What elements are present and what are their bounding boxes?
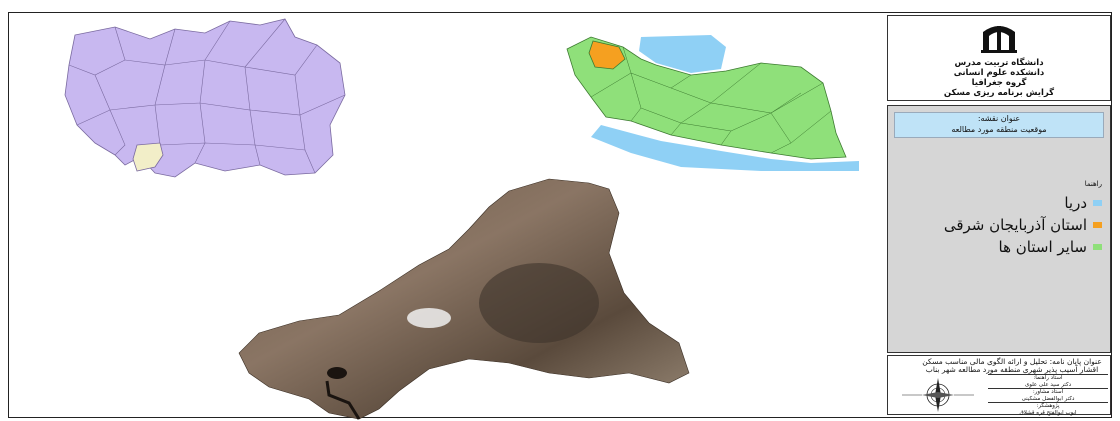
north-arrow-compass-icon [902,378,974,412]
dark-reservoir [327,367,347,379]
info-box: عنوان پایان نامه: تحلیل و ارائه الگوی ما… [887,355,1111,416]
map-layout-frame: دانشگاه تربیت مدرس دانشکده علوم انسانی گ… [8,12,1112,420]
legend-item-other-provinces: سایر استان ها [999,238,1102,256]
researcher-cell: پژوهشگر: ایوب ابوالفتح قره قشلاق [988,402,1108,416]
right-panel: دانشگاه تربیت مدرس دانشکده علوم انسانی گ… [887,15,1111,416]
province-polygon [64,18,346,178]
consultant-name: دکتر ابوالفضل مشکینی [1021,396,1075,402]
caspian-sea [639,35,726,73]
east-azerbaijan-swatch [1093,222,1102,228]
advisor-name: دکتر سید علی علوی [1024,382,1072,388]
legend-item-east-azerbaijan: استان آذربایجان شرقی [944,216,1102,234]
river [325,380,361,420]
urban-area [479,263,599,343]
legend-item-sea: دریا [1064,194,1102,212]
university-name: دانشگاه تربیت مدرس [954,58,1044,68]
study-area-satellite-map [238,178,690,420]
iran-provinces-polygon [566,36,847,160]
study-area-polygon [238,178,690,420]
legend-item-label: سایر استان ها [998,238,1087,256]
map-title-box: عنوان نقشه: موقعیت منطقه مورد مطالعه [894,112,1104,138]
province-counties-inset-map [64,18,346,178]
legend-box: عنوان نقشه: موقعیت منطقه مورد مطالعه راه… [887,105,1111,353]
legend-item-label: استان آذربایجان شرقی [943,216,1087,234]
consultant-cell: استاد مشاور: دکتر ابوالفضل مشکینی [988,388,1108,403]
east-azerbaijan-province [588,40,626,70]
other-provinces-swatch [1093,244,1102,250]
thesis-title: عنوان پایان نامه: تحلیل و ارائه الگوی ما… [922,357,1102,374]
map-area [9,13,879,420]
researcher-label: پژوهشگر: [1036,403,1060,409]
department-name: گروه جغرافیا [971,78,1027,88]
persian-gulf [591,125,859,171]
header-box: دانشگاه تربیت مدرس دانشکده علوم انسانی گ… [887,15,1111,101]
study-area-county [132,142,164,172]
university-logo-icon [981,26,1017,53]
iran-inset-map [566,35,859,171]
salt-flat [407,308,451,328]
advisor-cell: استاد راهنما: دکتر سید علی علوی [988,374,1108,389]
map-title-label: عنوان نقشه: [977,114,1021,123]
consultant-label: استاد مشاور: [1032,389,1064,395]
iran-province-borders [590,46,832,154]
sea-swatch [1093,200,1102,206]
map-title-value: موقعیت منطقه مورد مطالعه [951,125,1047,134]
researcher-name: ایوب ابوالفتح قره قشلاق [1019,410,1077,416]
faculty-name: دانشکده علوم انسانی [953,68,1045,78]
advisor-label: استاد راهنما: [1033,375,1063,381]
legend-heading: راهنما [1084,180,1102,188]
major-name: گرایش برنامه ریزی مسکن [943,88,1055,98]
legend-item-label: دریا [1064,194,1087,212]
